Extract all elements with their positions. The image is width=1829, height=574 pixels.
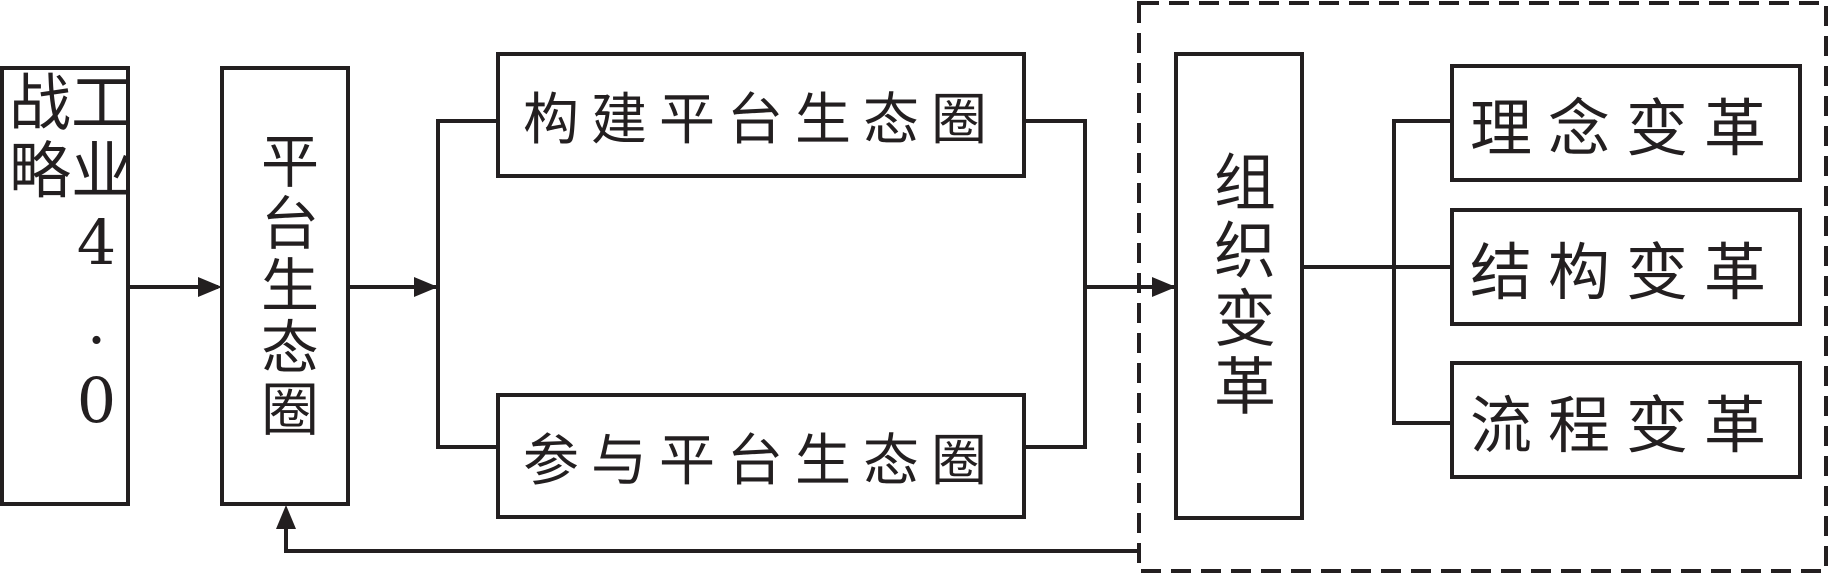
arrowhead-feedback bbox=[276, 505, 296, 529]
process-change-label: 流程变革 bbox=[1469, 389, 1782, 462]
arrowhead-branch bbox=[414, 277, 438, 297]
industry-strategy-label: 工业4.0战略 bbox=[0, 70, 133, 443]
process-change-box: 流程变革 bbox=[1450, 361, 1802, 479]
build-platform-label: 构建平台生态圈 bbox=[523, 87, 999, 153]
idea-change-box: 理念变革 bbox=[1450, 64, 1802, 182]
branch-left bbox=[436, 119, 498, 449]
join-platform-label: 参与平台生态圈 bbox=[523, 428, 999, 494]
platform-ecosystem-label: 平台生态圈 bbox=[251, 131, 319, 441]
org-change-box: 组织变革 bbox=[1174, 52, 1304, 520]
structure-change-box: 结构变革 bbox=[1450, 208, 1802, 326]
idea-change-label: 理念变革 bbox=[1469, 92, 1782, 165]
arrowhead-platform bbox=[198, 277, 222, 297]
platform-ecosystem-box: 平台生态圈 bbox=[220, 66, 350, 506]
split-bracket bbox=[1392, 119, 1452, 425]
build-platform-box: 构建平台生态圈 bbox=[496, 52, 1026, 178]
industry-strategy-box: 工业4.0战略 bbox=[0, 66, 133, 506]
arrowhead-org bbox=[1152, 277, 1176, 297]
feedback-loop bbox=[284, 515, 1139, 553]
join-platform-box: 参与平台生态圈 bbox=[496, 393, 1026, 519]
merge-right bbox=[1025, 119, 1087, 449]
structure-change-label: 结构变革 bbox=[1469, 236, 1782, 309]
org-change-label: 组织变革 bbox=[1203, 150, 1276, 422]
